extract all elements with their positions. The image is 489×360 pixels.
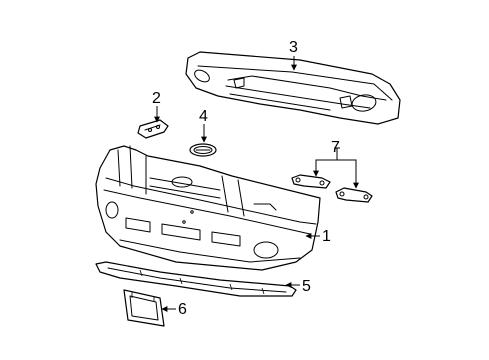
part-7-brackets: [291, 174, 373, 203]
leader-lines: [154, 56, 359, 312]
callout-6: 6: [178, 301, 187, 318]
part-3-grille: [185, 51, 401, 125]
callout-1: 1: [322, 228, 331, 245]
callout-3: 3: [289, 39, 298, 56]
leader-7b: [337, 159, 359, 189]
part-2-bracket: [137, 119, 169, 139]
callout-7: 7: [331, 139, 340, 156]
part-5-valance: [95, 261, 297, 297]
callouts: 3 2 4 7 1 5 6: [152, 39, 340, 318]
callout-4: 4: [199, 108, 208, 125]
callout-2: 2: [152, 90, 161, 107]
part-4-emblem: [189, 143, 217, 157]
part-1-bumper-cover: [95, 145, 321, 271]
part-6-plate-bracket: [123, 289, 165, 327]
leader-7a: [313, 148, 338, 177]
callout-5: 5: [302, 278, 311, 295]
